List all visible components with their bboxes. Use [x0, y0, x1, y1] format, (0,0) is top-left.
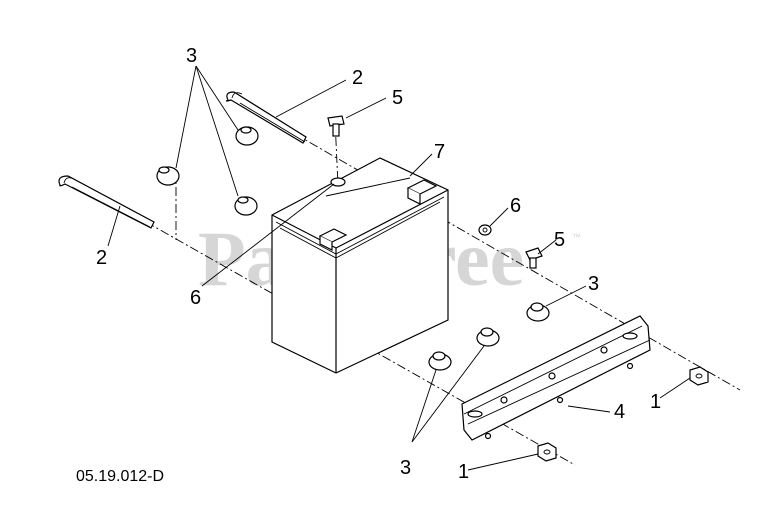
callout-3-top: 3	[186, 45, 197, 67]
callout-2-top: 2	[352, 67, 363, 89]
bracket	[461, 315, 651, 441]
j-hook-rod-lower	[58, 175, 155, 229]
callout-3-bottom: 3	[400, 457, 411, 479]
callout-5-top: 5	[392, 87, 403, 109]
callout-1-bottom: 1	[458, 461, 469, 483]
callout-6-left: 6	[190, 287, 201, 309]
callout-3-right: 3	[588, 273, 599, 295]
callout-5-right: 5	[554, 229, 565, 251]
callouts: 3 2 5 7 6 5 3 2 6 1 4 3 1	[96, 45, 661, 483]
axis-line-upper	[235, 99, 741, 391]
battery	[271, 157, 449, 374]
axis-line-bolt	[334, 119, 339, 186]
knob-group-top	[156, 126, 259, 216]
hex-nuts	[537, 366, 709, 462]
nut-right	[478, 224, 492, 236]
leader-lines	[107, 65, 691, 471]
callout-7: 7	[434, 141, 445, 163]
watermark-tm: ™	[572, 232, 581, 242]
bolt-upper	[327, 115, 345, 137]
callout-6-right: 6	[510, 195, 521, 217]
drawing-code: 05.19.012-D	[76, 468, 164, 485]
callout-4: 4	[614, 401, 625, 423]
j-hook-rod-upper	[225, 91, 307, 144]
callout-2-left: 2	[96, 247, 107, 269]
flange-nuts	[428, 302, 550, 371]
bolt-right	[525, 247, 543, 269]
callout-1-right: 1	[650, 391, 661, 413]
